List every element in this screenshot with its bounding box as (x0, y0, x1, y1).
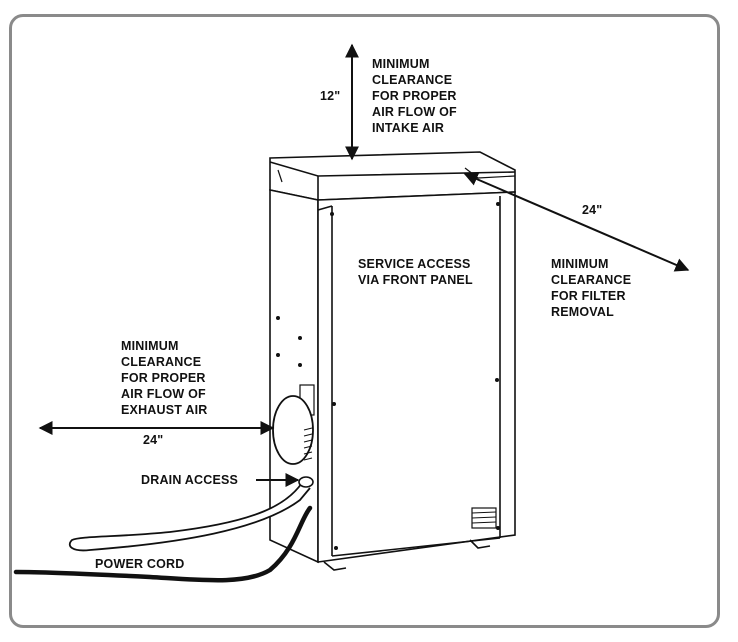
top-clearance-line: AIR FLOW OF (372, 105, 457, 119)
left-clearance-line: CLEARANCE (121, 355, 202, 369)
right-clearance-line: CLEARANCE (551, 273, 632, 287)
power-cord-label: POWER CORD (95, 557, 185, 571)
right-clearance-line: REMOVAL (551, 305, 614, 319)
service-access-label: SERVICE ACCESS VIA FRONT PANEL (358, 256, 473, 288)
drain-hose (68, 477, 311, 552)
top-clearance-line: FOR PROPER (372, 89, 457, 103)
right-dimension-label: 24" (582, 203, 603, 217)
top-dimension-label: 12" (320, 89, 341, 103)
left-clearance-line: FOR PROPER (121, 371, 206, 385)
right-clearance-label: MINIMUM CLEARANCE FOR FILTER REMOVAL (551, 256, 631, 320)
right-clearance-arrow (463, 172, 690, 272)
left-clearance-line: EXHAUST AIR (121, 403, 208, 417)
service-access-line: VIA FRONT PANEL (358, 273, 473, 287)
unit-body (269, 151, 516, 571)
top-clearance-line: MINIMUM (372, 57, 430, 71)
right-clearance-line: FOR FILTER (551, 289, 626, 303)
left-clearance-line: MINIMUM (121, 339, 179, 353)
top-clearance-label: MINIMUM CLEARANCE FOR PROPER AIR FLOW OF… (372, 56, 457, 136)
right-clearance-line: MINIMUM (551, 257, 609, 271)
left-clearance-label: MINIMUM CLEARANCE FOR PROPER AIR FLOW OF… (121, 338, 207, 418)
left-clearance-line: AIR FLOW OF (121, 387, 206, 401)
drain-access-label: DRAIN ACCESS (141, 473, 239, 487)
power-cord (13, 505, 313, 583)
left-dimension-label: 24" (143, 433, 164, 447)
top-clearance-line: CLEARANCE (372, 73, 453, 87)
service-access-line: SERVICE ACCESS (358, 257, 471, 271)
top-clearance-line: INTAKE AIR (372, 121, 445, 135)
